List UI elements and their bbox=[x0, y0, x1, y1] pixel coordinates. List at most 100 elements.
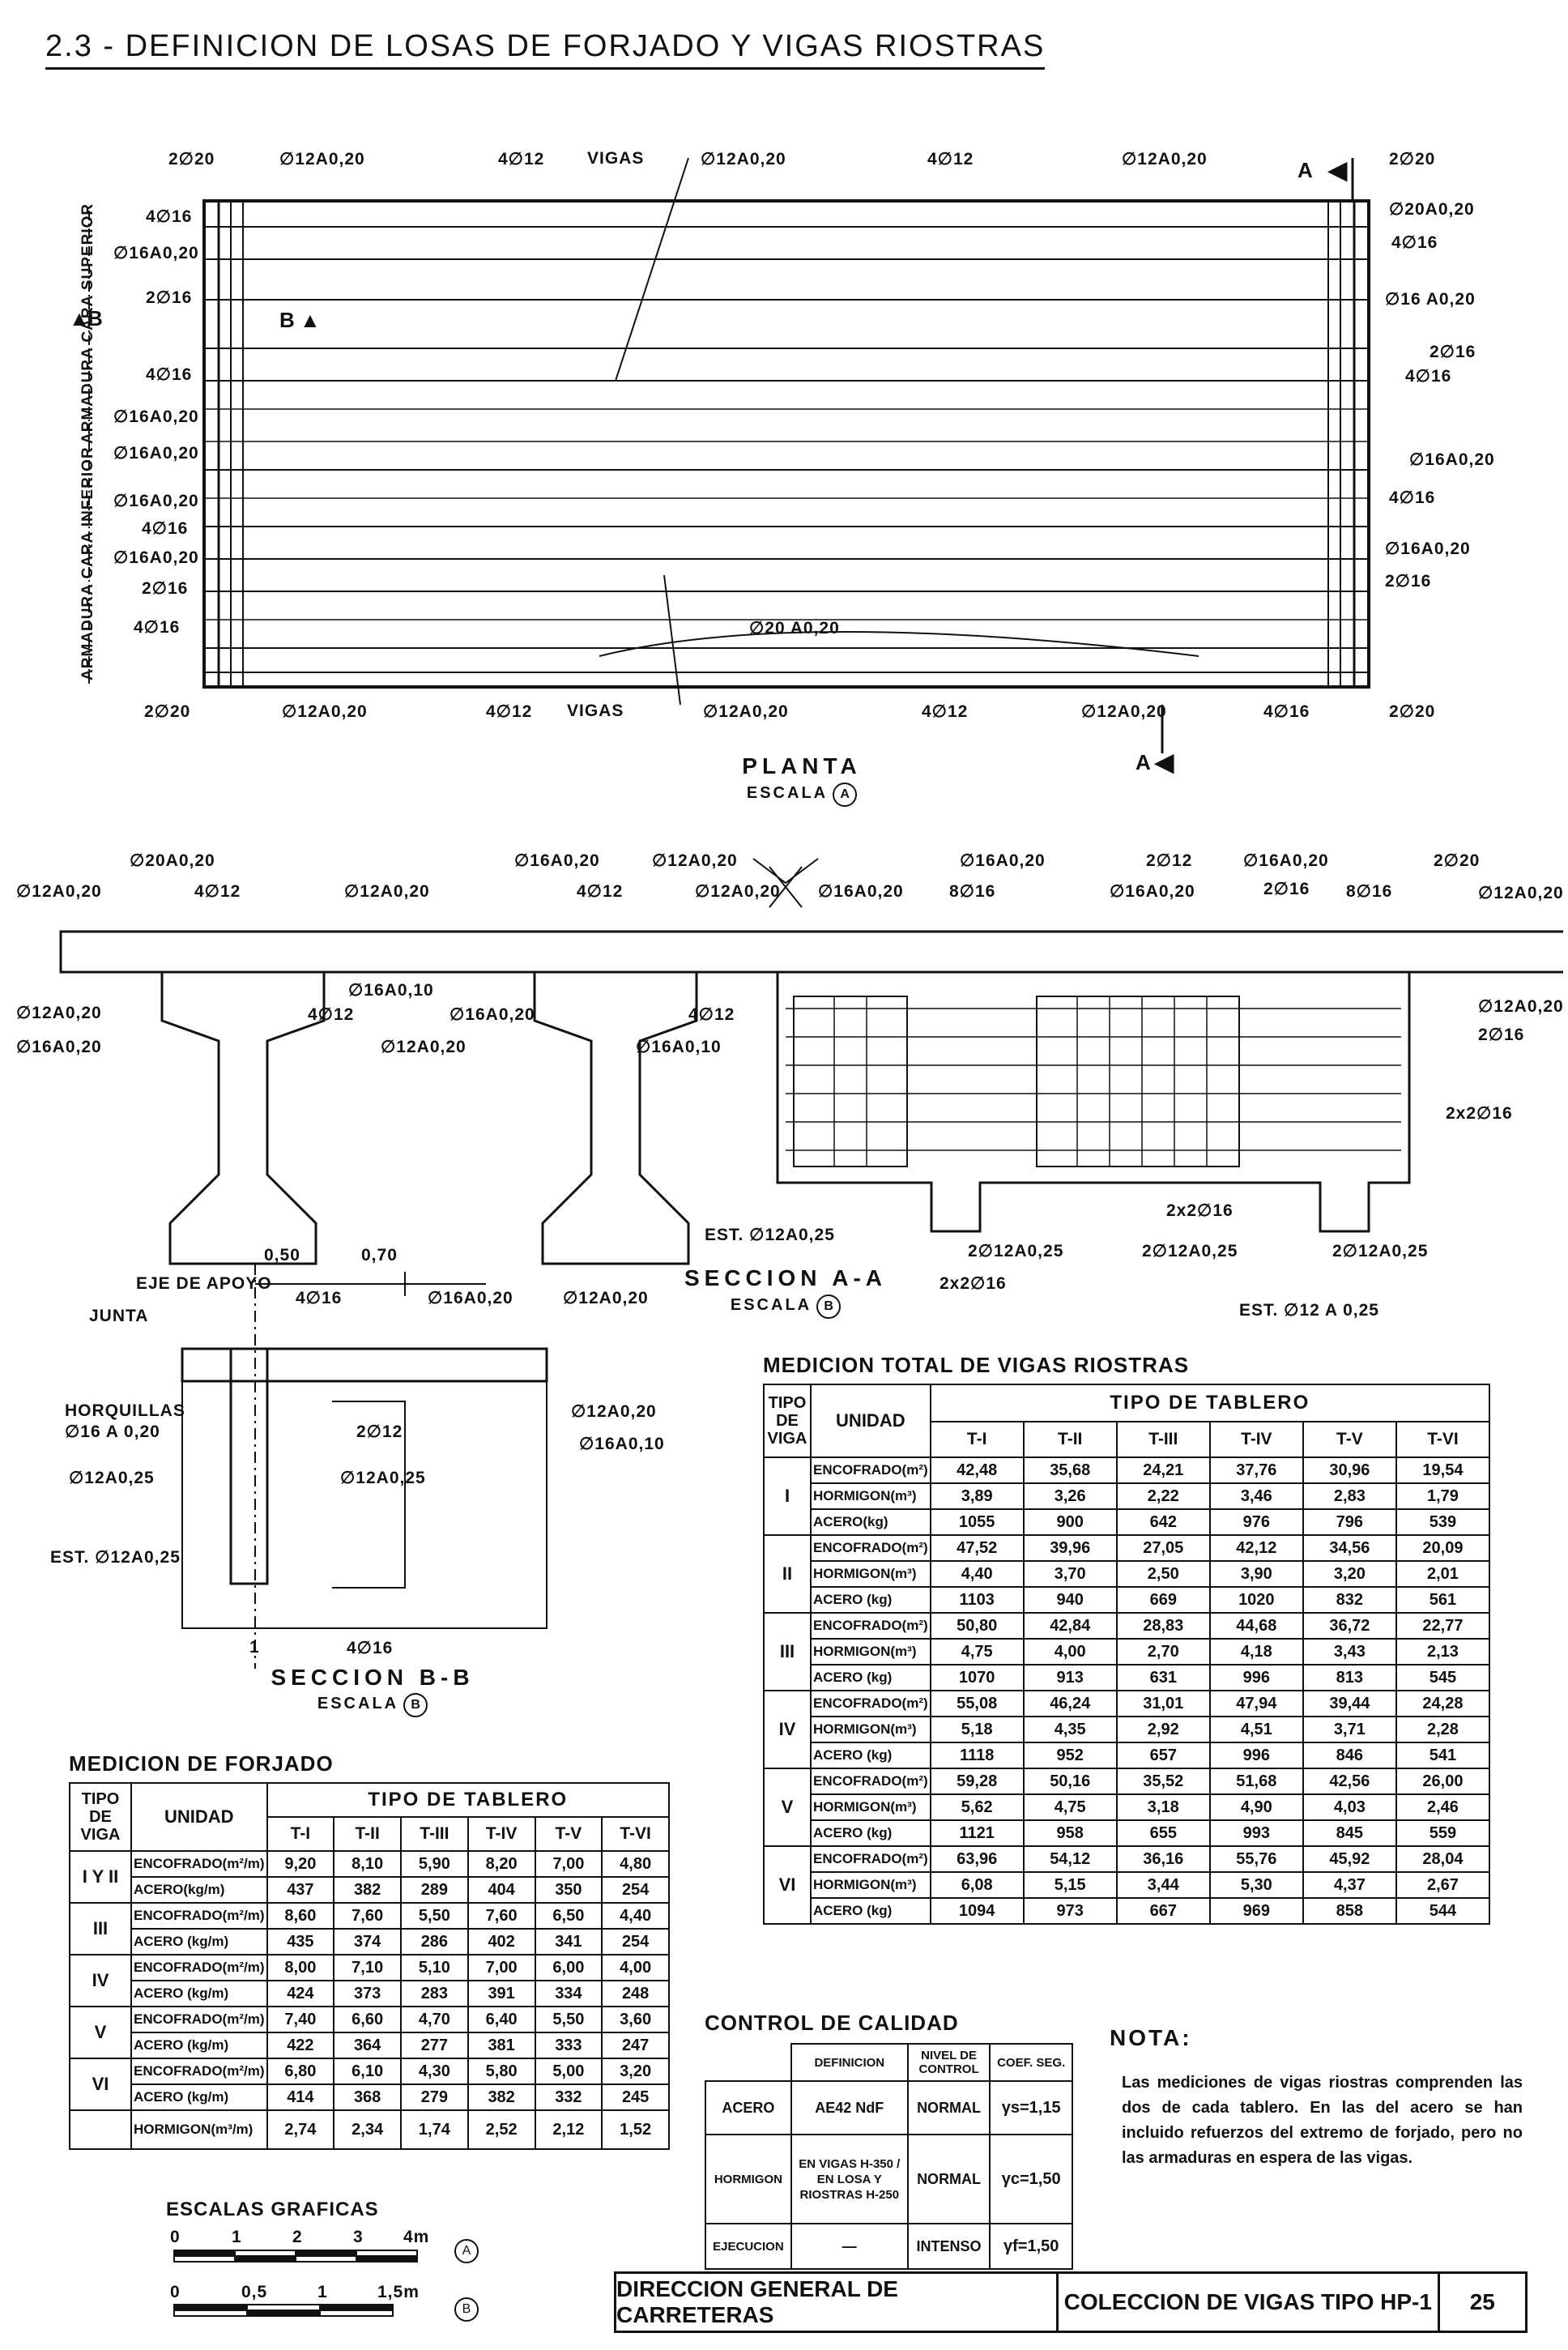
value-cell: 24,21 bbox=[1115, 1456, 1211, 1484]
unit-cell: ACERO (kg) bbox=[810, 1742, 931, 1769]
unit-cell: ENCOFRADO(m²/m) bbox=[130, 1850, 268, 1878]
value-cell: 2,92 bbox=[1115, 1716, 1211, 1743]
plan-bottom-label: 4∅12 bbox=[486, 702, 533, 721]
value-cell: 27,05 bbox=[1115, 1534, 1211, 1562]
value-cell: 2,67 bbox=[1395, 1871, 1491, 1899]
sec-aa-label: 2∅16 bbox=[1478, 1026, 1525, 1044]
value-cell: 539 bbox=[1395, 1508, 1491, 1536]
plan-left-label: 4∅16 bbox=[142, 519, 189, 538]
value-cell: 51,68 bbox=[1208, 1768, 1304, 1795]
value-cell: 42,12 bbox=[1208, 1534, 1304, 1562]
calidad-row-name: ACERO bbox=[705, 2080, 792, 2135]
plan-top-label: VIGAS bbox=[587, 149, 645, 168]
unit-cell: ENCOFRADO(m²/m) bbox=[130, 2058, 268, 2085]
value-cell: 30,96 bbox=[1302, 1456, 1397, 1484]
plan-top-label: 2∅20 bbox=[1389, 150, 1436, 168]
plan-bottom-label: ∅12A0,20 bbox=[282, 702, 368, 721]
unit-cell: HORMIGON(m³) bbox=[810, 1482, 931, 1510]
value-cell: 545 bbox=[1395, 1664, 1491, 1691]
calidad-title: CONTROL DE CALIDAD bbox=[705, 2011, 959, 2035]
scale-a-letter: A bbox=[450, 2239, 479, 2263]
tipo-viga-cell: II bbox=[763, 1534, 812, 1614]
col-header-t-i: T-I bbox=[929, 1421, 1025, 1458]
value-cell: 279 bbox=[400, 2083, 469, 2111]
value-cell: 283 bbox=[400, 1980, 469, 2007]
value-cell: 813 bbox=[1302, 1664, 1397, 1691]
plan-top-label: 4∅12 bbox=[927, 150, 974, 168]
calidad-coef: γc=1,50 bbox=[989, 2134, 1073, 2224]
value-cell: 50,16 bbox=[1022, 1768, 1118, 1795]
value-cell: 3,71 bbox=[1302, 1716, 1397, 1743]
plan-slab-outline bbox=[202, 199, 1370, 689]
value-cell: 5,10 bbox=[400, 1954, 469, 1981]
nota-text: Las mediciones de vigas riostras compren… bbox=[1122, 2074, 1523, 2167]
value-cell: 248 bbox=[601, 1980, 670, 2007]
plan-right-label: 4∅16 bbox=[1389, 488, 1436, 507]
value-cell: 54,12 bbox=[1022, 1845, 1118, 1873]
sec-aa-label: ∅16A0,20 bbox=[818, 882, 904, 901]
value-cell: 39,44 bbox=[1302, 1690, 1397, 1717]
scale-a-tick: 1 bbox=[232, 2228, 242, 2246]
value-cell: 6,00 bbox=[534, 1954, 603, 1981]
value-cell: 993 bbox=[1208, 1819, 1304, 1847]
sec-aa-label: ∅12A0,20 bbox=[695, 882, 781, 901]
value-cell: 2,13 bbox=[1395, 1638, 1491, 1665]
plan-bottom-label: VIGAS bbox=[567, 702, 624, 720]
sec-aa-label: 2∅12A0,25 bbox=[968, 1242, 1064, 1260]
value-cell: 63,96 bbox=[929, 1845, 1025, 1873]
value-cell: 28,83 bbox=[1115, 1612, 1211, 1640]
sec-aa-label: ∅12A0,20 bbox=[1478, 884, 1564, 902]
sec-aa-label: 2∅16 bbox=[1263, 880, 1310, 898]
plan-top-label: ∅12A0,20 bbox=[701, 150, 786, 168]
value-cell: 374 bbox=[333, 1928, 402, 1955]
value-cell: 4,75 bbox=[1022, 1793, 1118, 1821]
value-cell: 642 bbox=[1115, 1508, 1211, 1536]
value-cell: 4,00 bbox=[1022, 1638, 1118, 1665]
plan-left-label: 4∅16 bbox=[146, 365, 193, 384]
value-cell: 3,89 bbox=[929, 1482, 1025, 1510]
value-cell: 44,68 bbox=[1208, 1612, 1304, 1640]
calidad-nivel: NORMAL bbox=[906, 2134, 991, 2224]
value-cell: 22,77 bbox=[1395, 1612, 1491, 1640]
scale-b-tick: 0,5 bbox=[241, 2283, 268, 2301]
value-cell: 4,40 bbox=[929, 1560, 1025, 1588]
tipo-viga-cell: III bbox=[763, 1612, 812, 1691]
value-cell: 832 bbox=[1302, 1586, 1397, 1614]
unit-cell: ENCOFRADO(m²/m) bbox=[130, 2006, 268, 2033]
col-header-t-iv: T-IV bbox=[467, 1816, 536, 1852]
value-cell: 28,04 bbox=[1395, 1845, 1491, 1873]
value-cell: 350 bbox=[534, 1876, 603, 1904]
value-cell: 969 bbox=[1208, 1897, 1304, 1925]
sec-aa-label: 2∅20 bbox=[1434, 851, 1481, 870]
col-header-t-v: T-V bbox=[534, 1816, 603, 1852]
value-cell: 19,54 bbox=[1395, 1456, 1491, 1484]
unit-cell: ACERO(kg/m) bbox=[130, 1876, 268, 1904]
value-cell: 42,56 bbox=[1302, 1768, 1397, 1795]
page-title: 2.3 - DEFINICION DE LOSAS DE FORJADO Y V… bbox=[45, 29, 1046, 70]
value-cell: 373 bbox=[333, 1980, 402, 2007]
value-cell: 952 bbox=[1022, 1742, 1118, 1769]
sec-aa-label: ∅16A0,20 bbox=[1243, 851, 1329, 870]
value-cell: 391 bbox=[467, 1980, 536, 2007]
value-cell: 5,50 bbox=[400, 1902, 469, 1930]
value-cell: 996 bbox=[1208, 1742, 1304, 1769]
plan-top-label: ∅12A0,20 bbox=[279, 150, 365, 168]
plan-bottom-label: 2∅20 bbox=[144, 702, 191, 721]
side-label-bottom: ARMADURA CARA INFERIOR bbox=[79, 446, 96, 680]
value-cell: 20,09 bbox=[1395, 1534, 1491, 1562]
value-cell: 4,51 bbox=[1208, 1716, 1304, 1743]
sec-bb-label: ∅16 A 0,20 bbox=[65, 1422, 160, 1441]
value-cell: 900 bbox=[1022, 1508, 1118, 1536]
value-cell: 7,10 bbox=[333, 1954, 402, 1981]
value-cell: 5,90 bbox=[400, 1850, 469, 1878]
calidad-coef: γs=1,15 bbox=[989, 2080, 1073, 2135]
